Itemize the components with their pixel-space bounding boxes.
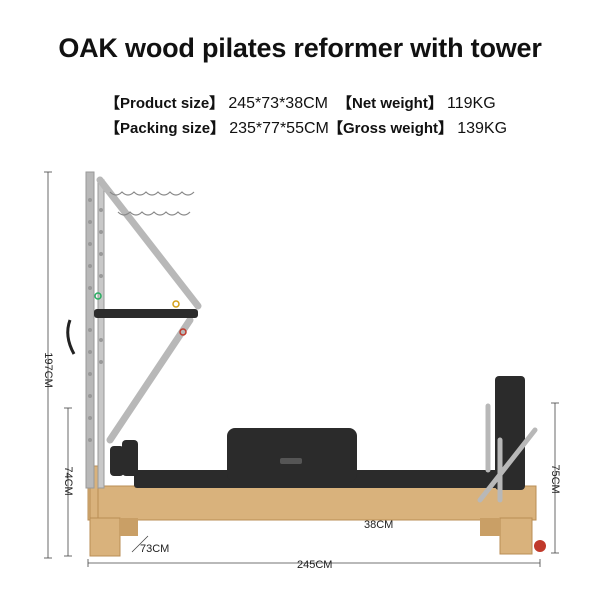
gross-weight-label: 【Gross weight】 (328, 120, 454, 137)
product-size-row: 【Product size】 245*73*38CM (105, 92, 328, 113)
packing-size-value: 235*77*55CM (229, 120, 329, 137)
left-height-label: 74CM (62, 466, 74, 496)
shoulder-rest-right (122, 440, 138, 476)
hand-strap-icon (66, 319, 76, 355)
packing-size-label: 【Packing size】 (105, 120, 226, 137)
packing-size-row: 【Packing size】 235*77*55CM (105, 117, 329, 138)
net-weight-value: 119KG (447, 95, 496, 112)
product-size-value: 245*73*38CM (228, 95, 328, 112)
tower-height-label: 197CM (42, 352, 54, 388)
width-line (131, 535, 149, 553)
product-size-label: 【Product size】 (105, 95, 225, 112)
right-height-label: 75CM (549, 464, 561, 494)
tower-top-arm (96, 176, 202, 310)
front-right-leg (499, 517, 533, 555)
tower (66, 171, 202, 489)
net-weight-label: 【Net weight】 (337, 95, 443, 112)
width-label: 73CM (140, 543, 170, 555)
gross-weight-row: 【Gross weight】 139KG (328, 117, 507, 138)
net-weight-row: 【Net weight】 119KG (337, 92, 496, 113)
caster-wheel-icon (534, 540, 546, 552)
page-title: OAK wood pilates reformer with tower (58, 33, 542, 63)
sitting-box (227, 428, 357, 482)
gross-weight-value: 139KG (457, 120, 508, 137)
tower-springs (109, 191, 195, 216)
carriage (110, 376, 525, 490)
push-through-bar (94, 309, 198, 318)
shoulder-rest-left (110, 446, 124, 476)
length-label: 245CM (297, 559, 333, 571)
tower-eyelets (88, 198, 103, 442)
footbar (477, 403, 538, 503)
tower-lower-arm (106, 316, 194, 444)
oak-frame (87, 465, 546, 557)
front-left-leg (89, 517, 121, 557)
bed-height-label: 38CM (364, 519, 394, 531)
